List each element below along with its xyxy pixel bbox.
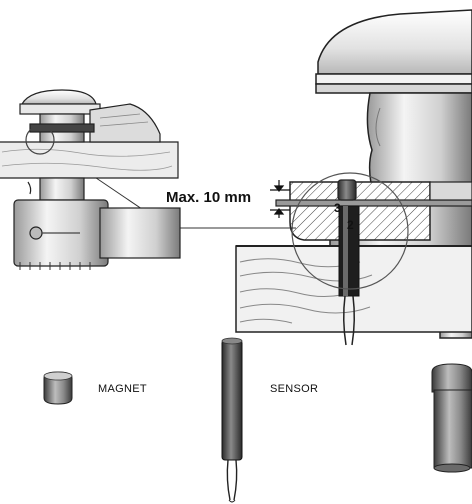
cap-part xyxy=(431,363,472,473)
windlass-overview xyxy=(0,89,181,270)
sensor-closeup xyxy=(338,205,360,346)
callout-3: 3 xyxy=(334,201,341,215)
sensor-part xyxy=(221,337,243,503)
magnet-part xyxy=(43,371,73,405)
detail-circle xyxy=(291,172,409,290)
magnet-label: MAGNET xyxy=(98,383,147,395)
max-gap-label: Max. 10 mm xyxy=(166,189,252,206)
magnet-closeup xyxy=(337,179,357,201)
dimension-marker xyxy=(270,180,290,218)
sensor-label: SENSOR xyxy=(270,383,319,395)
callout-2: 2 xyxy=(347,218,354,232)
flange-section xyxy=(275,181,472,241)
